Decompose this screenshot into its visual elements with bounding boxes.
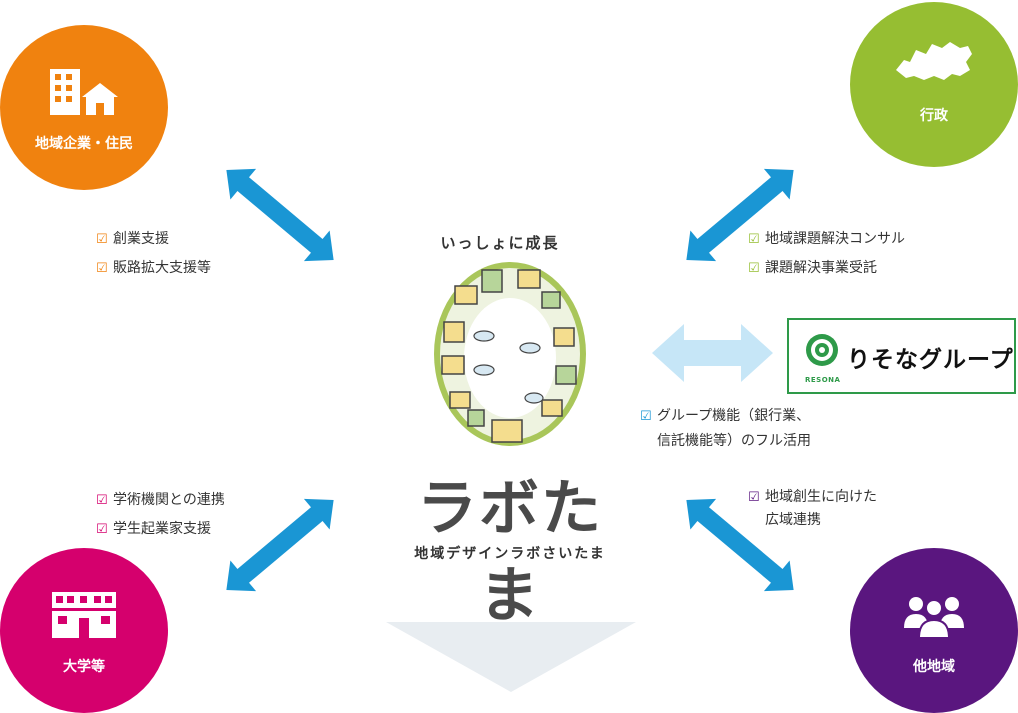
people-group-icon xyxy=(904,597,964,639)
resona-logo: りそなグループ RESONA xyxy=(787,318,1016,394)
list-item: ☑地域課題解決コンサル xyxy=(748,225,905,254)
down-chevron xyxy=(386,622,636,692)
node-other-regions: 他地域 xyxy=(850,548,1018,713)
arrow-top-left xyxy=(226,168,334,262)
list-item: ☑学術機関との連携 xyxy=(96,486,225,515)
list-item: ☑学生起業家支援 xyxy=(96,515,225,544)
resona-name: りそなグループ xyxy=(847,347,1014,373)
list-top-left: ☑創業支援 ☑販路拡大支援等 xyxy=(96,225,211,283)
labotama-subtitle: 地域デザインラボさいたま xyxy=(414,546,606,562)
node-government: 行政 xyxy=(850,2,1018,167)
labotama-logo: ラボたま xyxy=(417,474,603,631)
list-item: 広域連携 xyxy=(765,512,821,528)
check-icon: ☑ xyxy=(640,409,652,424)
center-tagline: いっしょに成長 xyxy=(440,234,560,252)
building-house-icon xyxy=(50,69,118,115)
list-item: 信託機能等）のフル活用 xyxy=(657,433,811,449)
list-item: ☑グループ機能（銀行業、 xyxy=(640,404,811,429)
check-icon: ☑ xyxy=(96,493,108,508)
list-bottom-right: ☑地域創生に向けた 広域連携 xyxy=(748,486,877,531)
node-label: 地域企業・住民 xyxy=(35,136,133,152)
node-university: 大学等 xyxy=(0,548,168,713)
check-icon: ☑ xyxy=(748,490,760,505)
resona-small: RESONA xyxy=(805,376,841,384)
saitama-map-icon xyxy=(896,42,972,80)
university-icon xyxy=(52,592,116,638)
check-icon: ☑ xyxy=(748,261,760,276)
list-item: ☑販路拡大支援等 xyxy=(96,254,211,283)
check-icon: ☑ xyxy=(96,232,108,247)
node-label: 他地域 xyxy=(913,659,955,675)
list-resona: ☑グループ機能（銀行業、 信託機能等）のフル活用 xyxy=(640,404,811,453)
list-top-right: ☑地域課題解決コンサル ☑課題解決事業受託 xyxy=(748,225,905,283)
list-item: ☑地域創生に向けた xyxy=(748,486,877,509)
node-label: 行政 xyxy=(920,108,948,124)
egg-town-illustration xyxy=(434,262,586,446)
check-icon: ☑ xyxy=(96,522,108,537)
list-bottom-left: ☑学術機関との連携 ☑学生起業家支援 xyxy=(96,486,225,544)
arrow-resona xyxy=(652,324,773,382)
check-icon: ☑ xyxy=(748,232,760,247)
arrow-bottom-left xyxy=(226,498,334,592)
check-icon: ☑ xyxy=(96,261,108,276)
node-label: 大学等 xyxy=(63,659,105,675)
arrow-top-right xyxy=(686,168,794,262)
arrow-bottom-right xyxy=(686,498,794,592)
node-local-business: 地域企業・住民 xyxy=(0,25,168,190)
list-item: ☑創業支援 xyxy=(96,225,211,254)
resona-mark-icon xyxy=(806,334,838,366)
list-item: ☑課題解決事業受託 xyxy=(748,254,905,283)
